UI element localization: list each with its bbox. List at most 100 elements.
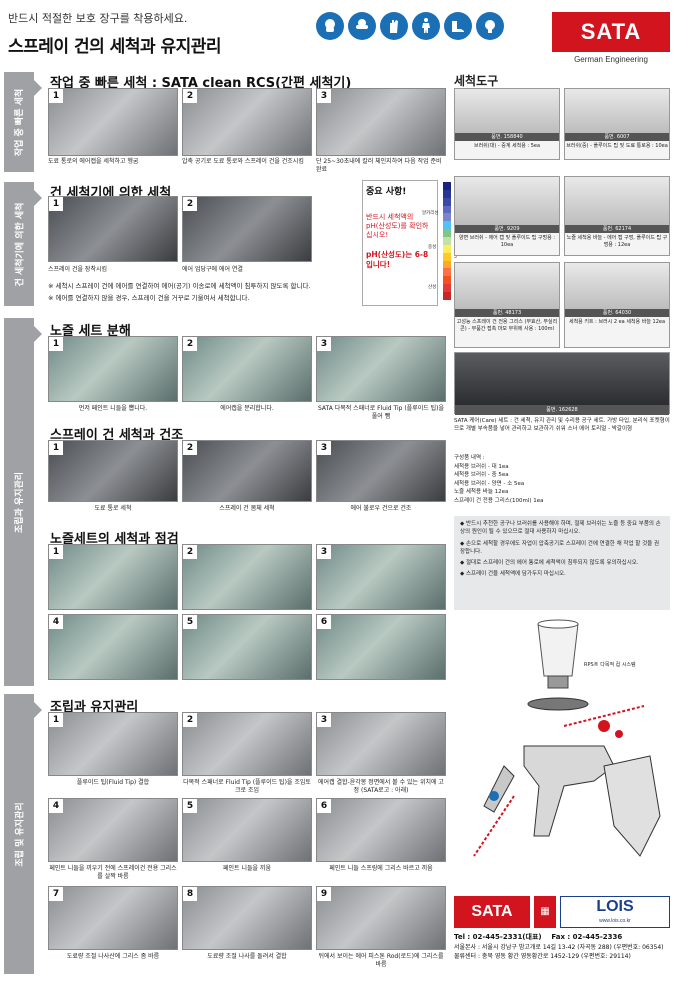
tool-image-cleaning-kit xyxy=(565,263,669,309)
tool-image-double-brush xyxy=(455,177,559,225)
seoul-address: 서울본사 : 서울시 강남구 밤고개로 14길 13-42 (자곡동 288) … xyxy=(454,943,664,951)
gun-washer-caption-2: 에어 업당구에 에어 연결 xyxy=(182,266,243,273)
ph-color-band xyxy=(443,229,451,238)
ph-color-band xyxy=(443,197,451,206)
ph-caution-title: 중요 사항! xyxy=(366,187,407,197)
ph-caution-box: 중요 사항! 반드시 세척액의 pH(산성도)를 확인하십시오! pH(산성도)… xyxy=(362,180,438,306)
ph-scale-number: 5 xyxy=(454,254,457,260)
quick-clean-caption-1: 도료 통로의 에어캡을 세척하고 헹굼 xyxy=(48,158,139,165)
assembly-photo-5: 5 xyxy=(182,798,312,862)
clean-dry-photo-2: 2 xyxy=(182,440,312,502)
ph-label-acid: 산성 xyxy=(428,285,437,290)
assembly-caption-7: 도료량 조절 나사산에 그리스 좀 바름 xyxy=(66,953,160,960)
quick-clean-caption-2: 압축 공기로 도료 통로와 스프레이 건을 건조시킴 xyxy=(182,158,304,165)
tool-card-2: 품번. 6007 브러쉬(중) - 플루이드 팁 및 도료 통로용 : 10ea xyxy=(564,88,670,160)
page-title: 스프레이 건의 세척과 유지관리 xyxy=(8,37,222,57)
ph-color-band xyxy=(443,205,451,214)
nozzle-check-photo-5: 5 xyxy=(182,614,312,680)
ph-color-band xyxy=(443,292,451,300)
phone-fax: Tel : 02-445-2331(대표) Fax : 02-445-2336 xyxy=(454,933,623,941)
tool-part-number: 품번. 62174 xyxy=(565,225,669,233)
coverall-icon xyxy=(412,12,440,40)
tool-part-number: 품번. 158840 xyxy=(455,133,559,141)
gloves-icon xyxy=(380,12,408,40)
tool-description: 세척용 키트 : 브러시 2 ea 세척용 바늘 12ea xyxy=(568,319,666,325)
list-item: 세척용 브러쉬 - 양면 - 소 5ea xyxy=(454,480,525,487)
brand-tagline: German Engineering xyxy=(574,55,648,64)
assembly-caption-3: 에어캡 결합-윤각봉 정면에서 볼 수 있는 위치에 고정 (SATA로고 : … xyxy=(318,779,444,794)
warning-item: ◆ 손으로 세척할 경우에도 자업이 압축공기로 스프레이 건에 연결한 채 작… xyxy=(460,540,660,555)
clean-dry-photo-1: 1 xyxy=(48,440,178,502)
clean-dry-caption-2: 스프레이 건 몸체 세척 xyxy=(219,505,275,512)
list-item: 노즐 세척용 바늘 12ea xyxy=(454,489,509,496)
nozzle-check-photo-6: 6 xyxy=(316,614,446,680)
ph-label-neutral: 중성 xyxy=(428,245,437,250)
clean-dry-caption-1: 도료 통로 세척 xyxy=(94,505,132,512)
tool-part-number: 품번. 48173 xyxy=(455,309,559,317)
tool-part-number: 품번. 162628 xyxy=(455,405,669,415)
side-tab-maintenance: 조립과 유지관리 xyxy=(4,318,42,686)
tool-description: 브러쉬(중) - 플루이드 팁 및 도료 통로용 : 10ea xyxy=(566,143,668,149)
assembly-photo-1: 1 xyxy=(48,712,178,776)
tool-card-6: 품번. 64030 세척용 키트 : 브러시 2 ea 세척용 바늘 12ea xyxy=(564,262,670,348)
care-kit-list: 구성품 내역 : 세척용 브러쉬 - 대 1ea 세척용 브러쉬 - 중 5ea… xyxy=(454,454,670,505)
ph-color-band xyxy=(443,244,451,253)
ph-color-band xyxy=(443,260,451,269)
tool-card-4: 품번. 62174 노즐 세척용 바늘 - 에어 캡 구멍, 플루이드 팁 구멍… xyxy=(564,176,670,256)
tools-title: 세척도구 xyxy=(454,74,499,88)
tool-image-care-bag xyxy=(455,353,669,405)
disassembly-title: 노즐 세트 분해 xyxy=(50,324,131,339)
gun-washer-note-1: ※ 세척시 스프레이 건에 에어를 연결하여 에어(공기) 이송로에 세척액이 … xyxy=(48,282,311,290)
sata-logo: SATA xyxy=(552,12,670,52)
side-tab-assembly: 조립 및 유지관리 xyxy=(4,694,42,974)
footer-grid-logo: ▦ xyxy=(534,896,556,928)
nozzle-check-photo-1: 1 xyxy=(48,544,178,610)
gun-washer-photo-2: 2 xyxy=(182,196,312,262)
disassembly-caption-3: SATA 다목적 스패너로 Fluid Tip (플루이드 팁)을 풀어 뺌 xyxy=(317,405,445,420)
assembly-photo-4: 4 xyxy=(48,798,178,862)
assembly-photo-8: 8 xyxy=(182,886,312,950)
quick-clean-photo-2: 2 xyxy=(182,88,312,156)
footer-sata-logo: SATA xyxy=(454,896,530,928)
tool-part-number: 품번. 6007 xyxy=(565,133,669,141)
hairnet-icon xyxy=(476,12,504,40)
side-tab-quick-clean: 작업 중 빠른 세척 xyxy=(4,72,42,172)
disassembly-caption-2: 에어캡을 분리합니다. xyxy=(220,405,274,412)
ph-check-text: 반드시 세척액의 pH(산성도)를 확인하십시오! xyxy=(366,213,429,240)
warning-item: ◆ 스프레이 건을 세척액에 담가두지 마십시오. xyxy=(460,571,566,578)
quick-clean-photo-3: 3 xyxy=(316,88,446,156)
ph-color-band xyxy=(443,268,451,277)
nozzle-check-photo-2: 2 xyxy=(182,544,312,610)
diagram-cup-label: RPS® 다목적 컵 시스템 xyxy=(584,661,636,668)
ph-color-band xyxy=(443,276,451,285)
respirator-icon xyxy=(316,12,344,40)
ph-range-text: pH(산성도)는 6-8 입니다! xyxy=(366,250,429,270)
disassembly-photo-2: 2 xyxy=(182,336,312,402)
ph-color-band xyxy=(443,182,451,190)
ph-color-band xyxy=(443,213,451,222)
tool-description: 노즐 세척용 바늘 - 에어 캡 구멍, 플루이드 팁 구멍용 : 12ea xyxy=(566,235,668,248)
header: 반드시 적절한 보호 장구를 착용하세요. 스프레이 건의 세척과 유지관리 S… xyxy=(0,0,682,66)
tool-image-brush-medium xyxy=(565,89,669,133)
nozzle-check-title: 노즐세트의 세척과 점검 xyxy=(50,532,179,547)
tool-description: 양면 브러쉬 - 에어 캡 및 플루이드 팁 구멍용 : 10ea xyxy=(459,235,555,248)
safety-notice: 반드시 적절한 보호 장구를 착용하세요. xyxy=(8,12,188,25)
quick-clean-caption-3: 단 25~30초내에 칼러 체인지하여 다음 작업 준비 완료 xyxy=(316,158,442,173)
clean-dry-photo-3: 3 xyxy=(316,440,446,502)
exploded-parts-diagram: RPS® 다목적 컵 시스템 xyxy=(454,606,670,896)
ph-color-band xyxy=(443,189,451,198)
tool-description: 고성능 스프레이 건 전용 그리스 (무효산, 무실리콘) - 부품간 접촉 마… xyxy=(456,319,558,332)
ppe-icon-row xyxy=(316,12,504,40)
list-item: 세척용 브러쉬 - 중 5ea xyxy=(454,472,509,479)
ph-color-band xyxy=(443,284,451,293)
assembly-caption-5: 페인트 니들을 끼움 xyxy=(223,865,271,872)
tool-image-brush-large xyxy=(455,89,559,133)
assembly-caption-8: 도료량 조절 나사를 돌려서 결합 xyxy=(207,953,287,960)
assembly-caption-4: 페인트 니들을 끼우기 전에 스프레이건 전용 그리스를 살짝 바름 xyxy=(49,865,177,880)
tool-image-grease-tube xyxy=(455,263,559,309)
assembly-photo-7: 7 xyxy=(48,886,178,950)
clean-dry-title: 스프레이 건 세척과 건조 xyxy=(50,428,184,443)
contact-info: Tel : 02-445-2331(대표) Fax : 02-445-2336 … xyxy=(454,932,676,961)
tool-card-7: 품번. 162628 xyxy=(454,352,670,415)
gun-washer-note-2: ※ 에어를 연결하지 않을 경우, 스프레이 건을 거꾸로 기울여서 세척합니다… xyxy=(48,294,250,302)
